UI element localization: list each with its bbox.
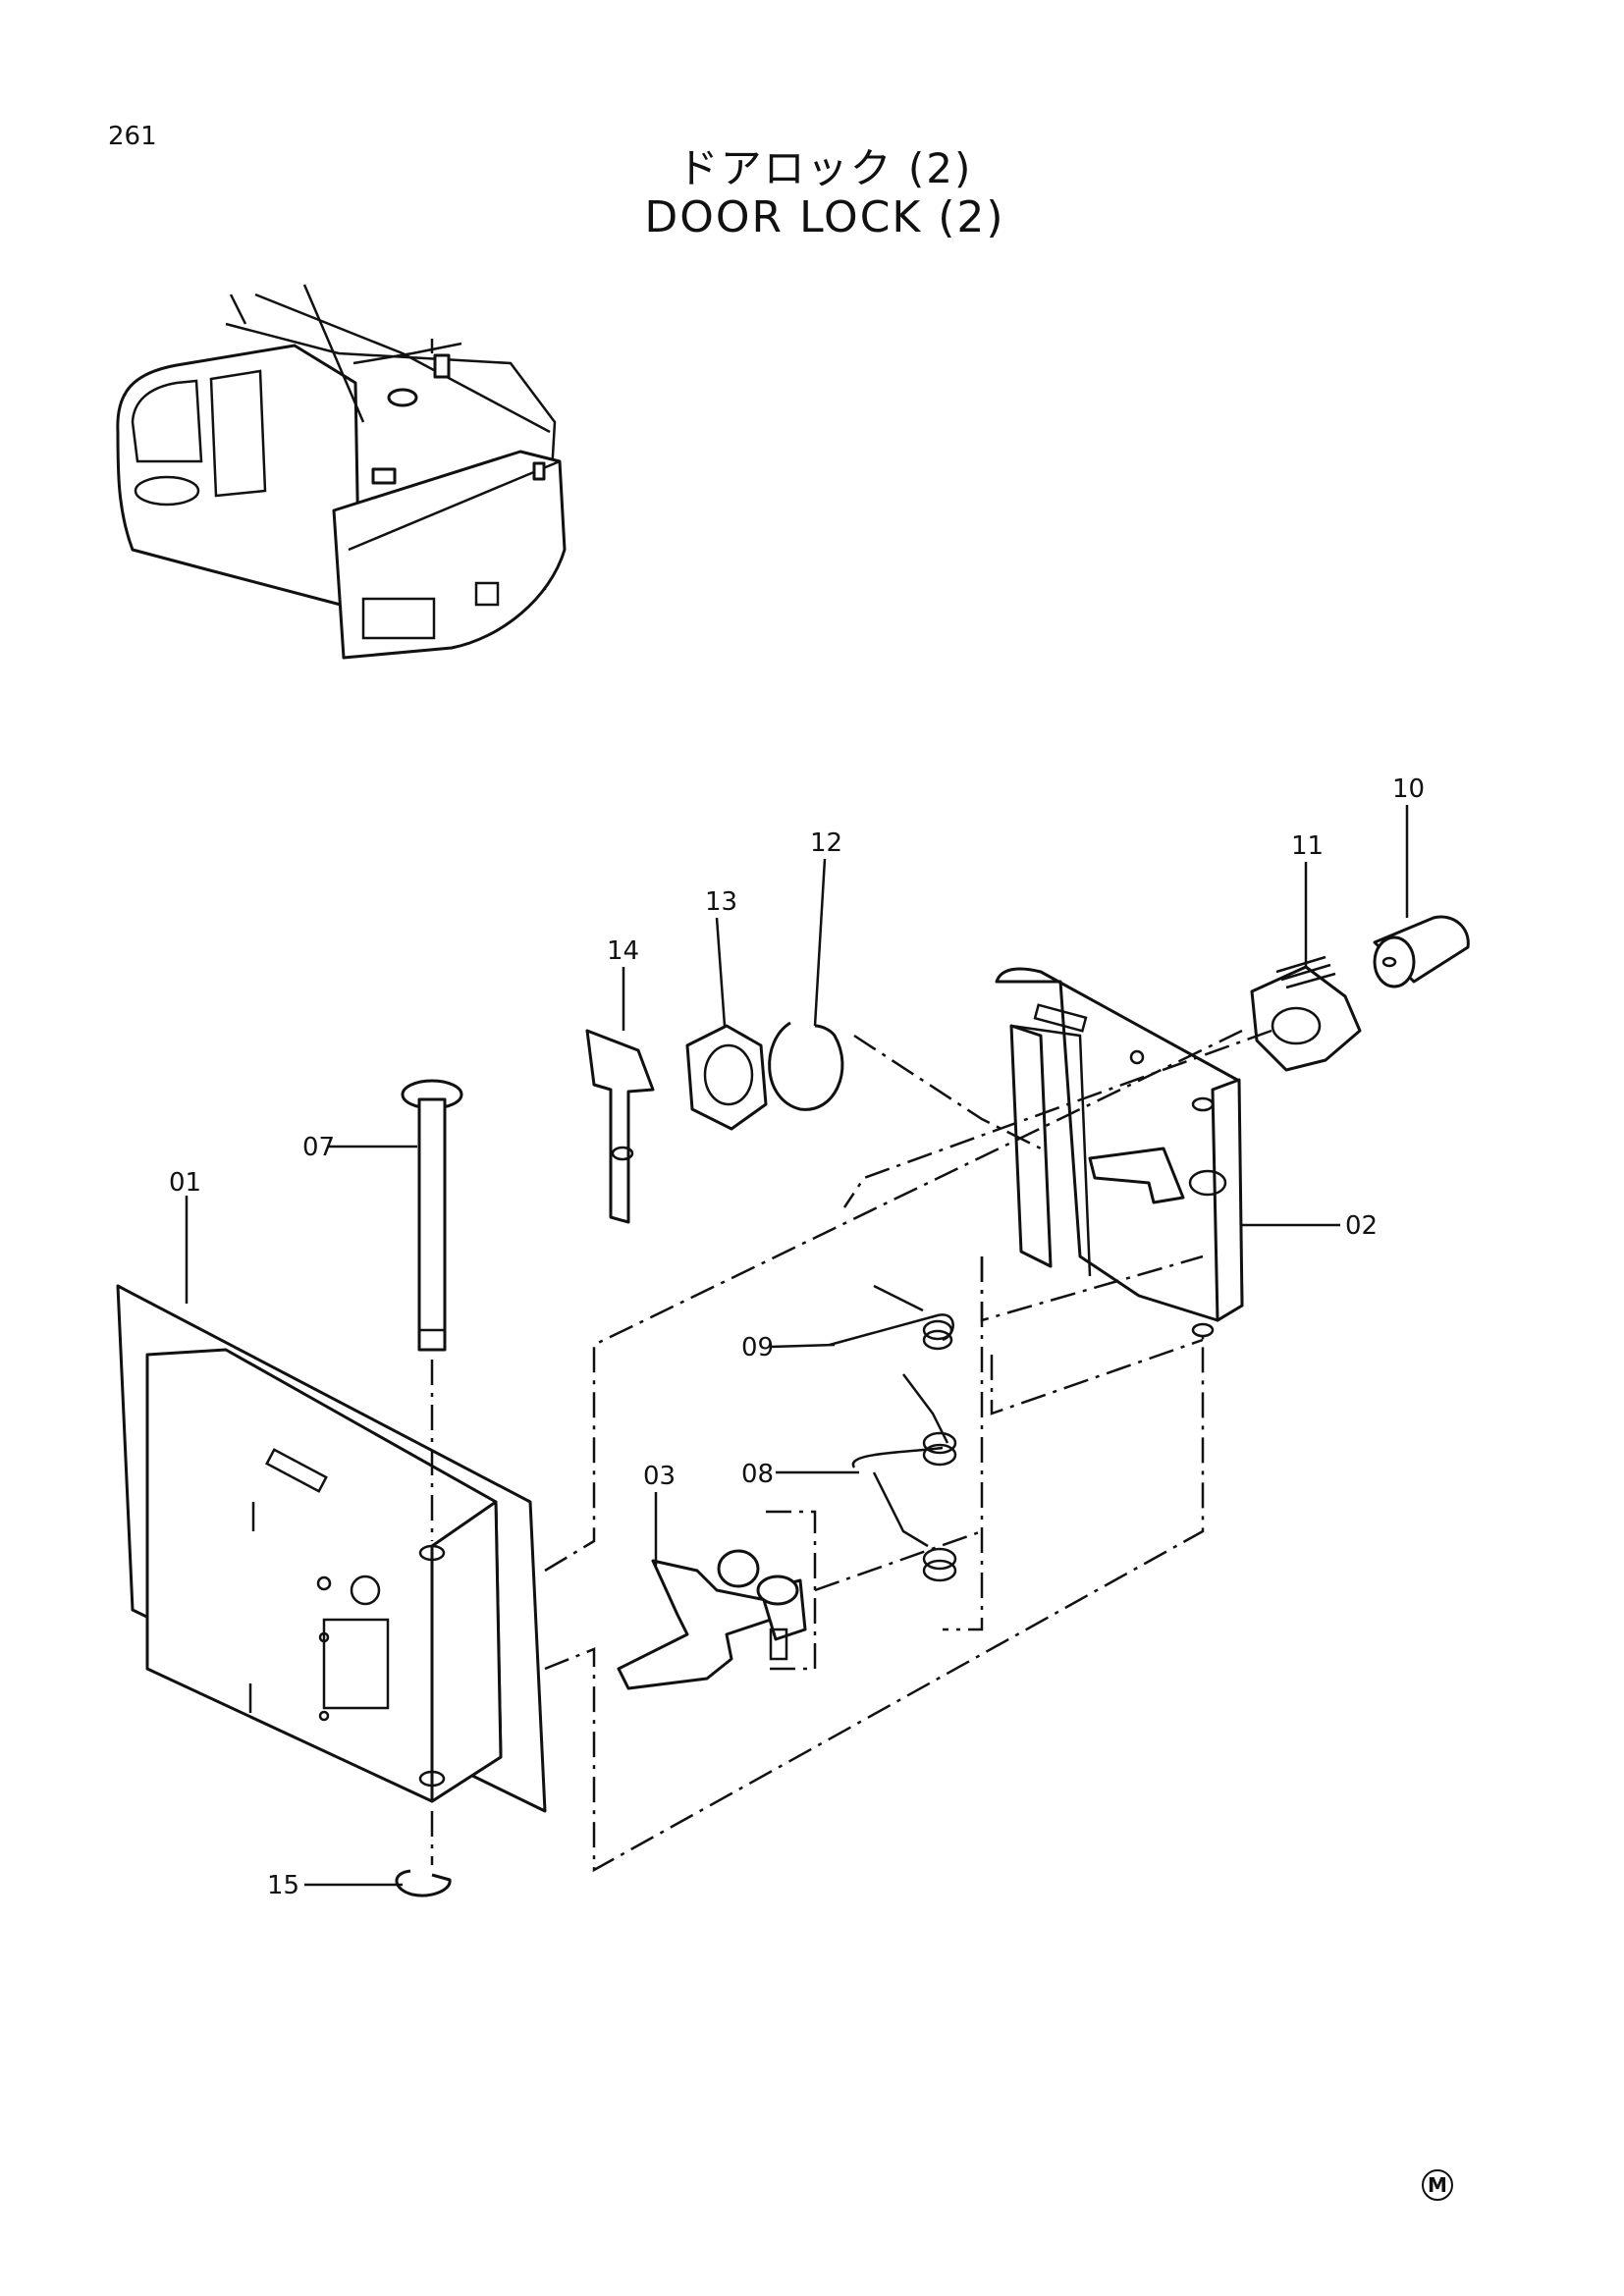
callout-labels: 01 02 03 07 08 09 10 11 12 13 14 15 <box>169 774 1425 1900</box>
page-number: 261 <box>108 122 157 151</box>
leader-lines <box>185 805 1409 1887</box>
part-14-plate <box>585 1029 655 1224</box>
part-02-bracket <box>995 967 1244 1338</box>
title-english: DOOR LOCK (2) <box>644 192 1005 242</box>
part-12-snap-ring <box>768 1021 844 1111</box>
part-15-e-ring <box>395 1811 452 1897</box>
excavator-locator-view <box>116 284 567 660</box>
callout-07: 07 <box>302 1133 335 1162</box>
callout-08: 08 <box>741 1460 774 1489</box>
part-10-key-cylinder <box>1373 915 1470 988</box>
callout-02: 02 <box>1345 1211 1378 1241</box>
part-07-pin <box>401 1079 463 1541</box>
callout-13: 13 <box>705 887 737 917</box>
part-01-latch-housing <box>116 1284 547 1813</box>
callout-14: 14 <box>607 936 639 966</box>
callout-12: 12 <box>810 828 842 858</box>
callout-15: 15 <box>267 1871 299 1900</box>
part-13-nut <box>685 1024 768 1131</box>
callout-01: 01 <box>169 1168 201 1198</box>
title-japanese: ドアロック (2) <box>677 144 973 192</box>
part-08-torsion-spring <box>851 1373 957 1582</box>
manufacturer-mark: M <box>1422 2169 1453 2201</box>
part-09-torsion-spring <box>829 1284 954 1351</box>
assembly-lines <box>544 1029 1272 1873</box>
part-11-threaded-bushing <box>1250 955 1362 1072</box>
callout-10: 10 <box>1392 774 1425 804</box>
callout-11: 11 <box>1291 831 1324 861</box>
callout-09: 09 <box>741 1333 774 1362</box>
callout-03: 03 <box>643 1462 676 1491</box>
part-03-latch <box>617 1549 807 1690</box>
